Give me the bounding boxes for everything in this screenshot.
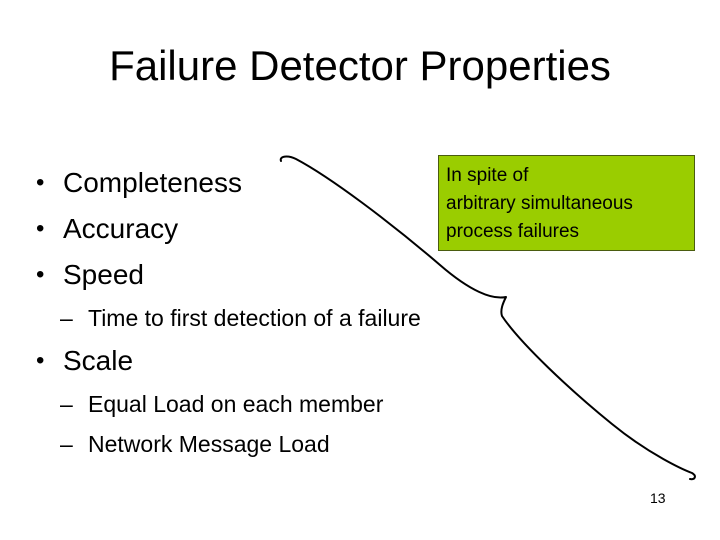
sub-list-item: – Equal Load on each member [28, 384, 548, 424]
page-title: Failure Detector Properties [109, 42, 611, 89]
sub-list-item: – Time to first detection of a failure [28, 298, 548, 338]
bullet-dash-icon: – [60, 391, 73, 417]
list-item: • Speed [28, 252, 548, 298]
bullet-dash-icon: – [60, 305, 73, 331]
callout-line: process failures [446, 221, 580, 242]
callout-line: In spite of [446, 165, 529, 186]
sub-list-item-label: Equal Load on each member [88, 391, 384, 417]
sub-list-item-label: Network Message Load [88, 431, 330, 457]
list-item-label: Completeness [63, 167, 242, 198]
callout-line: arbitrary simultaneous [446, 193, 633, 214]
bullet-dot-icon: • [36, 347, 45, 374]
bullet-dot-icon: • [36, 169, 45, 196]
callout-text: In spite of arbitrary simultaneous proce… [446, 162, 690, 246]
list-item-label: Speed [63, 259, 144, 290]
list-item: • Scale [28, 338, 548, 384]
page-number: 13 [650, 490, 666, 506]
list-item-label: Scale [63, 345, 134, 376]
bullet-dash-icon: – [60, 431, 73, 457]
bullet-dot-icon: • [36, 261, 45, 288]
list-item-label: Accuracy [63, 213, 179, 244]
sub-list-item-label: Time to first detection of a failure [88, 305, 421, 331]
bullet-dot-icon: • [36, 215, 45, 242]
list-item: • Completeness [28, 160, 548, 206]
callout-box: In spite of arbitrary simultaneous proce… [438, 155, 695, 251]
sub-list-item: – Network Message Load [28, 424, 548, 464]
list-item: • Accuracy [28, 206, 548, 252]
